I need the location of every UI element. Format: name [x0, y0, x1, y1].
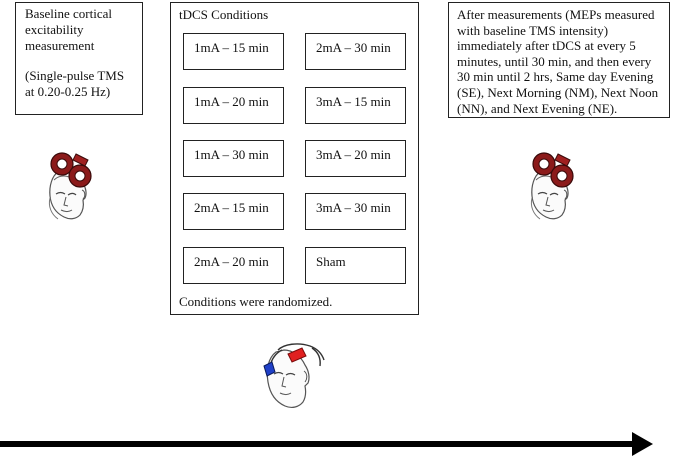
baseline-title: Baseline cortical excitability measureme… — [25, 6, 112, 53]
condition-box: 2mA – 30 min — [305, 33, 406, 70]
baseline-measurement-box: Baseline cortical excitability measureme… — [15, 2, 143, 115]
after-text: After measurements (MEPs measured with b… — [457, 7, 659, 116]
condition-box: 3mA – 20 min — [305, 140, 406, 177]
tdcs-title: tDCS Conditions — [179, 7, 269, 22]
condition-box: 1mA – 15 min — [183, 33, 284, 70]
baseline-note: (Single-pulse TMS at 0.20-0.25 Hz) — [25, 68, 125, 99]
timeline-arrow — [0, 432, 653, 456]
tdcs-electrode-head-icon — [263, 343, 325, 408]
condition-box: 3mA – 30 min — [305, 193, 406, 230]
tms-coil-head-icon — [530, 152, 574, 220]
condition-box: 2mA – 15 min — [183, 193, 284, 230]
condition-box: Sham — [305, 247, 406, 284]
condition-box: 1mA – 30 min — [183, 140, 284, 177]
condition-box: 1mA – 20 min — [183, 87, 284, 124]
tdcs-conditions-box: tDCS Conditions 1mA – 15 min 2mA – 30 mi… — [170, 2, 419, 315]
condition-box: 3mA – 15 min — [305, 87, 406, 124]
tdcs-footer: Conditions were randomized. — [179, 294, 333, 309]
after-measurements-box: After measurements (MEPs measured with b… — [448, 2, 670, 118]
condition-box: 2mA – 20 min — [183, 247, 284, 284]
tms-coil-head-icon — [48, 152, 92, 220]
